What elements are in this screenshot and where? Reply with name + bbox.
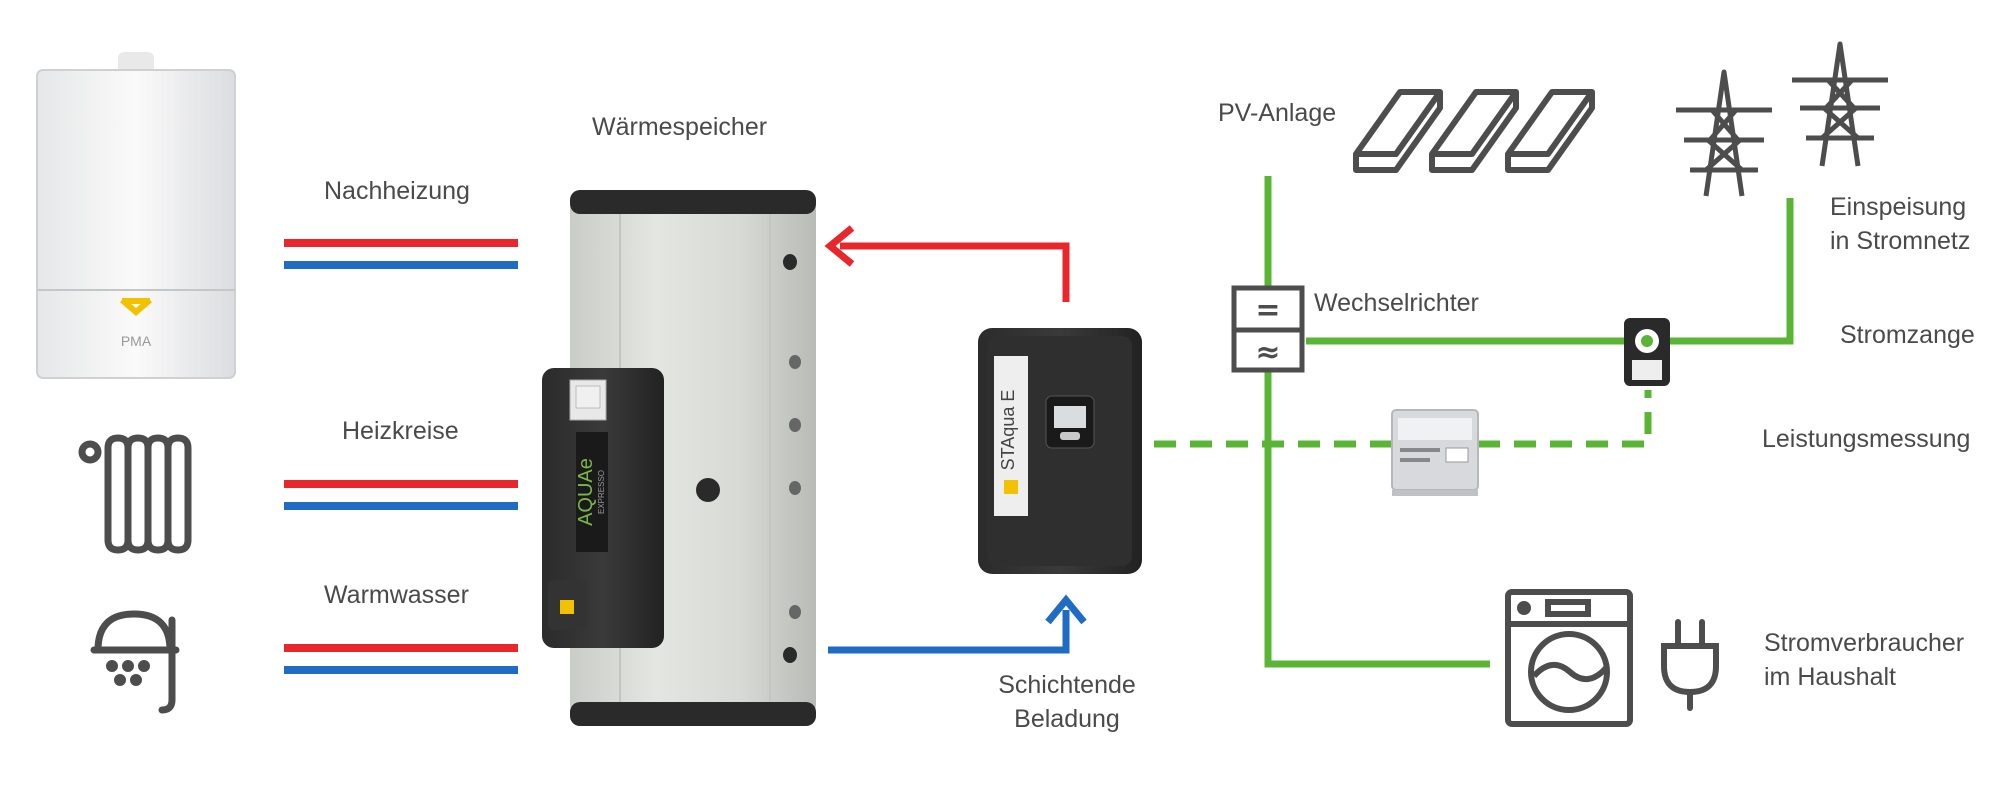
pv-panels-icon	[1353, 89, 1595, 173]
label-schichtende-beladung: Schichtende Beladung	[972, 668, 1162, 736]
heat-storage-tank: AQUAe EXPRESSO	[542, 190, 816, 726]
power-pylon-icon	[1676, 69, 1772, 197]
station-logo: STAqua E	[998, 390, 1018, 471]
power-meter-module	[1391, 409, 1479, 496]
label-leistungsmessung: Leistungsmessung	[1762, 425, 1971, 453]
label-pv-anlage: PV-Anlage	[1218, 99, 1337, 127]
electric-lines	[1264, 176, 1794, 668]
label-nachheizung: Nachheizung	[324, 177, 470, 205]
plug-icon	[1661, 619, 1719, 711]
label-einspeisung-1: Einspeisung	[1830, 193, 1967, 221]
measurement-dashed-line	[1154, 390, 1652, 448]
pipes-nachheizung	[284, 239, 518, 269]
label-waermespeicher: Wärmespeicher	[592, 113, 768, 141]
flow-arrow-hot	[824, 225, 1070, 302]
label-einspeisung: Einspeisung in Stromnetz	[1830, 190, 1970, 258]
tank-logo: AQUAe	[575, 458, 597, 526]
radiator-icon	[78, 434, 192, 554]
boiler-brand-label: PMA	[121, 333, 152, 349]
label-einspeisung-2: in Stromnetz	[1830, 227, 1971, 255]
label-stromverbraucher-2: im Haushalt	[1764, 663, 1896, 691]
inverter-icon: = ≈	[1231, 285, 1305, 373]
shower-icon	[90, 610, 180, 714]
current-clamp-icon	[1624, 318, 1670, 386]
inverter-ac-symbol: ≈	[1255, 335, 1280, 370]
pipes-heizkreise	[284, 480, 518, 510]
label-warmwasser: Warmwasser	[324, 581, 469, 609]
label-heizkreise: Heizkreise	[342, 417, 459, 445]
gas-boiler-icon: PMA	[36, 52, 236, 379]
tank-logo-sub: EXPRESSO	[597, 470, 606, 514]
label-stromverbraucher: Stromverbraucher im Haushalt	[1764, 626, 1964, 694]
pipes-warmwasser	[284, 644, 518, 674]
power-pylon-icon-2	[1792, 41, 1888, 167]
label-stromverbraucher-1: Stromverbraucher	[1764, 629, 1965, 657]
flow-arrow-cold	[828, 594, 1087, 654]
label-schichtende: Schichtende	[998, 671, 1136, 699]
label-beladung: Beladung	[1014, 705, 1120, 733]
washing-machine-icon	[1505, 589, 1633, 727]
charging-station-staqua: STAqua E	[978, 328, 1142, 574]
label-stromzange: Stromzange	[1840, 321, 1975, 349]
inverter-dc-symbol: =	[1255, 293, 1280, 328]
label-wechselrichter: Wechselrichter	[1314, 289, 1479, 317]
